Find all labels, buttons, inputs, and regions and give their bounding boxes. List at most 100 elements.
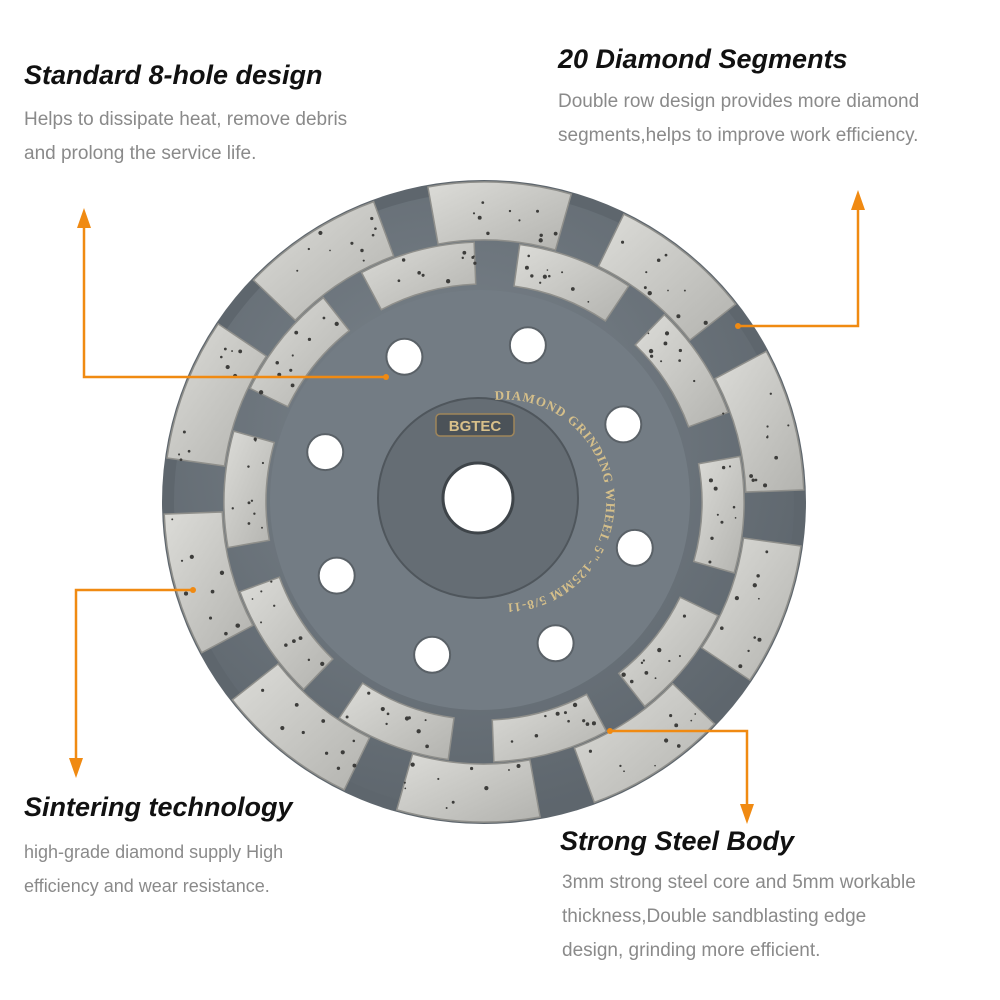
diamond-grit-speck [178, 453, 180, 455]
arrowhead-down-icon [69, 758, 83, 778]
diamond-grit-speck [693, 380, 695, 382]
diamond-grit-speck [648, 333, 650, 335]
diamond-grit-speck [644, 671, 648, 675]
diamond-grit-speck [446, 807, 448, 809]
brand-logo-text: BGTEC [449, 418, 502, 435]
diamond-grit-speck [481, 201, 484, 204]
diamond-grit-speck [462, 251, 466, 255]
diamond-grit-speck [668, 660, 670, 662]
diamond-grit-speck [621, 672, 625, 676]
diamond-grit-speck [582, 719, 585, 722]
diamond-grit-speck [408, 716, 411, 719]
diamond-grit-speck [738, 664, 742, 668]
diamond-grit-speck [720, 521, 723, 524]
diamond-grit-speck [270, 581, 272, 583]
diamond-grit-speck [261, 689, 264, 692]
diamond-grit-speck [648, 291, 652, 295]
diamond-grit-speck [733, 506, 736, 509]
diamond-grit-speck [571, 287, 575, 291]
diamond-grit-speck [188, 450, 191, 453]
diamond-grit-speck [171, 518, 173, 520]
arrowhead-up-icon [851, 190, 865, 210]
diamond-grit-speck [385, 723, 387, 725]
cooling-hole [319, 558, 355, 594]
diamond-grit-speck [694, 713, 696, 715]
diamond-grit-speck [536, 210, 539, 213]
diamond-grit-speck [308, 338, 311, 341]
diamond-grit-speck [509, 210, 511, 212]
diamond-grit-speck [372, 234, 375, 237]
diamond-grit-speck [425, 745, 429, 749]
diamond-grit-speck [758, 598, 760, 600]
diamond-grit-speck [350, 242, 353, 245]
diamond-grit-speck [226, 365, 230, 369]
diamond-grit-speck [643, 659, 645, 661]
diamond-grit-speck [260, 590, 262, 592]
diamond-grit-speck [220, 571, 224, 575]
diamond-grit-speck [473, 262, 476, 265]
diamond-grit-speck [749, 474, 753, 478]
diamond-grit-speck [674, 723, 678, 727]
diamond-grit-speck [473, 255, 475, 257]
diamond-grit-speck [709, 478, 713, 482]
diamond-grit-speck [664, 738, 668, 742]
diamond-grit-speck [753, 583, 757, 587]
diamond-grit-speck [530, 274, 533, 277]
diamond-grit-speck [621, 241, 624, 244]
diamond-grit-speck [765, 550, 768, 553]
diamond-grit-speck [292, 639, 296, 643]
diamond-grit-speck [232, 507, 234, 509]
diamond-grit-speck [665, 331, 669, 335]
diamond-grit-speck [273, 605, 275, 607]
diamond-grit-speck [437, 778, 439, 780]
diamond-grit-speck [525, 266, 529, 270]
diamond-grit-speck [763, 483, 767, 487]
diamond-grit-speck [335, 322, 339, 326]
diamond-grit-speck [337, 767, 340, 770]
diamond-grit-speck [294, 331, 298, 335]
diamond-grit-speck [592, 721, 596, 725]
diamond-grit-speck [539, 238, 543, 242]
diamond-grit-speck [684, 290, 686, 292]
diamond-grit-speck [346, 715, 349, 718]
diamond-grit-speck [470, 767, 473, 770]
diamond-grit-speck [320, 662, 324, 666]
diamond-grit-speck [209, 617, 212, 620]
diamond-grit-speck [486, 232, 489, 235]
diamond-grit-speck [425, 719, 427, 721]
diamond-grit-speck [248, 501, 251, 504]
diamond-grit-speck [511, 740, 514, 743]
diamond-grit-speck [573, 703, 577, 707]
diamond-grit-speck [247, 465, 249, 467]
diamond-grit-speck [181, 560, 183, 562]
diamond-grit-speck [318, 231, 322, 235]
diamond-grit-speck [280, 726, 284, 730]
diamond-grit-speck [729, 465, 731, 467]
diamond-grit-speck [184, 592, 188, 596]
diamond-grit-speck [308, 659, 310, 661]
diamond-grit-speck [710, 537, 713, 540]
diamond-grit-speck [720, 626, 724, 630]
diamond-grit-speck [367, 692, 370, 695]
diamond-grit-speck [508, 769, 510, 771]
anchor-dot [383, 374, 389, 380]
diamond-grit-speck [231, 350, 233, 352]
diamond-grit-speck [561, 271, 563, 273]
diamond-grit-speck [248, 522, 251, 525]
diamond-grit-speck [669, 714, 672, 717]
anchor-dot [190, 587, 196, 593]
diamond-grit-speck [770, 393, 772, 395]
diamond-grit-speck [261, 527, 263, 529]
diamond-grit-speck [641, 662, 643, 664]
diamond-grit-speck [679, 655, 681, 657]
diamond-grit-speck [211, 590, 215, 594]
diamond-grit-speck [543, 275, 547, 279]
diamond-grit-speck [360, 249, 363, 252]
diamond-grit-speck [535, 734, 539, 738]
diamond-grit-speck [548, 275, 551, 278]
diamond-grit-speck [766, 425, 768, 427]
diamond-grit-speck [677, 744, 681, 748]
diamond-grit-speck [296, 270, 298, 272]
diamond-grit-speck [180, 458, 183, 461]
